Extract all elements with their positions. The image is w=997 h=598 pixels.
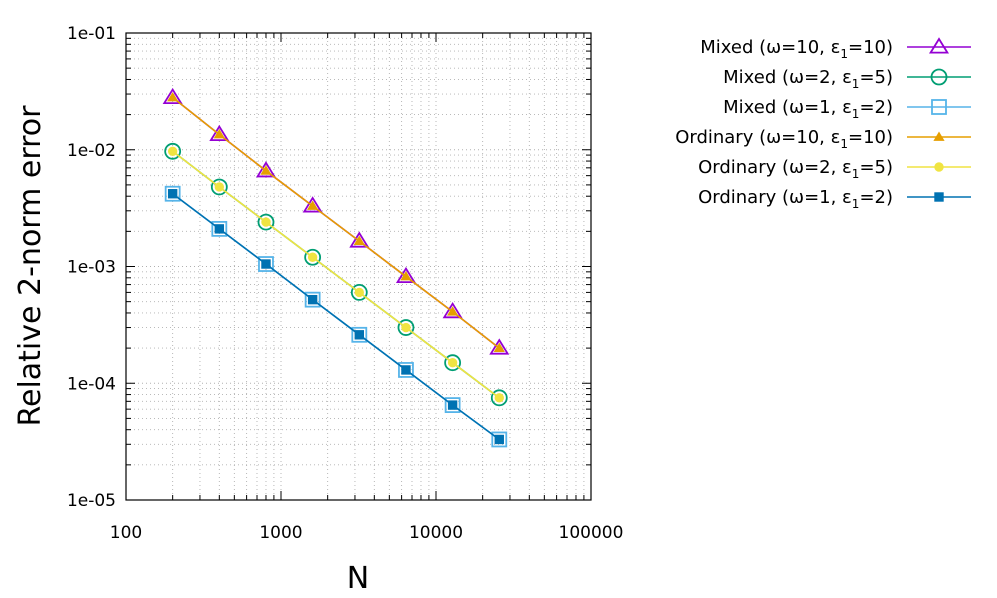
series-5 [167,146,504,403]
legend-entry: Mixed (ω=10, ε1=10) [700,37,971,61]
data-point [258,256,274,272]
legend-label: Mixed (ω=2, ε1=5) [723,67,893,91]
data-point [304,291,321,308]
data-point [261,259,271,269]
data-point [307,294,318,305]
data-point [307,200,319,210]
y-tick-label: 1e-05 [67,491,116,511]
data-point [255,161,276,178]
data-point [167,189,178,199]
x-tick-label: 10000 [409,523,463,543]
grid [126,33,591,500]
legend-label: Ordinary (ω=1, ε1=2) [698,187,893,211]
data-point [491,431,508,448]
data-point [167,146,178,156]
series-4 [167,92,505,352]
data-point [214,224,225,234]
data-point [401,322,411,333]
data-point [213,129,225,139]
data-point [260,165,272,175]
legend-label: Mixed (ω=1, ε1=2) [723,97,893,121]
data-point [351,326,368,343]
legend-label: Mixed (ω=10, ε1=10) [700,37,893,61]
data-point [401,365,411,375]
data-point [398,362,414,378]
data-point [494,393,504,403]
series-line [172,150,500,399]
x-tick-labels: 100 1000 10000 100000 [110,523,624,543]
data-point [447,306,459,316]
data-point [210,178,228,196]
data-point [447,357,458,368]
data-point [214,182,225,192]
legend: Mixed (ω=10, ε1=10) Mixed (ω=2, ε1=5) Mixe… [675,37,971,211]
data-point [354,330,364,340]
legend-marker [928,37,950,54]
y-tick-label: 1e-02 [67,141,116,161]
data-point [444,354,462,372]
legend-marker [934,192,944,202]
x-tick-label: 1000 [259,523,302,543]
series-line [172,193,500,441]
data-point [353,235,365,245]
data-point [304,248,322,266]
data-point [167,92,179,102]
data-point [211,220,228,237]
legend-marker [931,99,947,115]
legend-label: Ordinary (ω=10, ε1=10) [675,127,893,151]
data-point [162,87,183,105]
series-6 [167,189,504,445]
data-point [307,252,318,262]
data-point [164,185,181,202]
legend-entry: Mixed (ω=1, ε1=2) [723,97,971,121]
y-axis-title: Relative 2-norm error [13,105,48,427]
data-point [349,231,370,248]
data-point [350,284,368,301]
legend-entry: Ordinary (ω=10, ε1=10) [675,127,971,151]
data-point [395,266,416,284]
series-line [172,96,500,349]
data-point [209,124,230,142]
axis-ticks [125,33,591,501]
data-point [447,400,458,410]
data-point [397,319,415,336]
series-layer [162,87,510,448]
x-tick-label: 100 [110,523,142,543]
data-point [490,389,508,407]
x-tick-label: 100000 [559,523,624,543]
y-tick-labels: 1e-01 1e-02 1e-03 1e-04 1e-05 [67,24,116,511]
data-point [261,217,271,227]
data-point [400,271,412,281]
x-axis-title: N [347,561,369,596]
y-tick-label: 1e-01 [67,24,116,44]
data-point [489,338,510,355]
legend-marker [933,131,945,141]
data-point [493,342,505,352]
y-tick-label: 1e-04 [67,374,116,394]
data-point [494,434,504,445]
data-point [442,301,463,319]
data-point [302,196,323,213]
data-point [257,213,275,231]
data-point [164,142,182,160]
data-point [354,287,364,298]
legend-entry: Mixed (ω=2, ε1=5) [723,67,971,91]
legend-entry: Ordinary (ω=1, ε1=2) [698,187,971,211]
legend-marker [930,68,948,86]
legend-label: Ordinary (ω=2, ε1=5) [698,157,893,181]
data-point [444,397,461,413]
y-tick-label: 1e-03 [67,258,116,278]
legend-entry: Ordinary (ω=2, ε1=5) [698,157,971,181]
legend-marker [934,162,944,172]
